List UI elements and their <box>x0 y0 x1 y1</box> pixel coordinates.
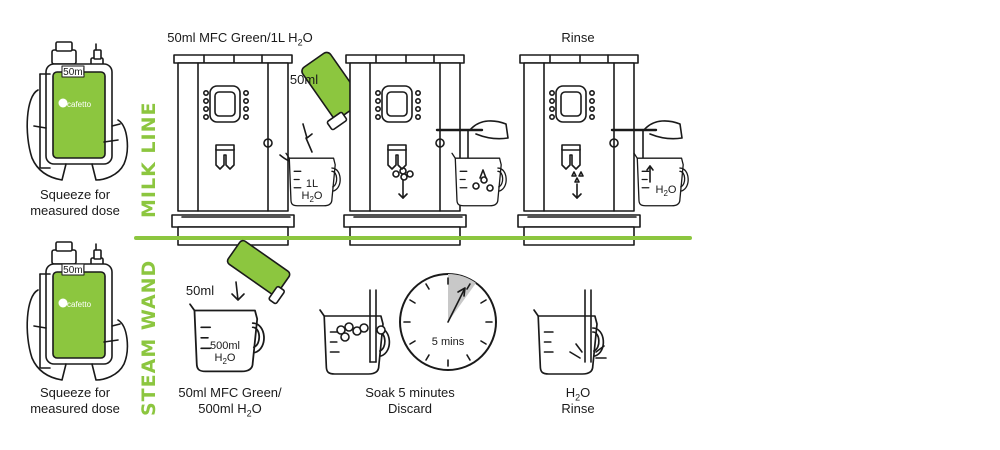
steam-wand-step3-illustration <box>533 289 607 375</box>
milk-line-bottle-dose-label: 50ml <box>63 67 85 78</box>
milk-line-section-label: MILK LINE <box>138 101 160 218</box>
milk-line-bottle-caption-2: measured dose <box>30 203 120 218</box>
milk-line-step1-machine <box>171 51 363 246</box>
steam-wand-bottle-illustration <box>26 241 129 381</box>
milk-line-jug-label-2: H2O <box>301 190 323 205</box>
milk-line-bottle-caption-1: Squeeze for <box>39 187 111 202</box>
steam-wand-step1-caption-1: 50ml MFC Green/ <box>178 385 282 400</box>
steam-wand-jug-label-1: 500ml <box>210 340 240 352</box>
milk-line-step3-title: Rinse <box>561 30 595 45</box>
steam-wand-step1-illustration <box>189 239 291 373</box>
steam-wand-step3-caption-2: Rinse <box>561 401 595 416</box>
milk-line-bottle-illustration <box>26 41 129 181</box>
steam-wand-pour-label: 50ml <box>185 283 215 298</box>
steam-wand-step2-illustration <box>319 289 391 375</box>
steam-wand-step1-caption-2: 500ml H2O <box>198 401 262 419</box>
milk-line-step3-machine <box>517 54 689 246</box>
steam-wand-bottle-dose-label: 50ml <box>63 265 85 276</box>
steam-wand-step3-caption-1: H2O <box>565 385 591 403</box>
steam-wand-step2-caption-1: Soak 5 minutes <box>365 385 455 400</box>
steam-wand-step2-caption-2: Discard <box>387 401 433 416</box>
steam-wand-jug-label-2: H2O <box>214 352 236 367</box>
milk-line-rinse-jug-label: H2O <box>655 184 677 199</box>
milk-line-step1-title: 50ml MFC Green/1L H2O <box>167 30 313 48</box>
steam-wand-bottle-brand: cafetto <box>67 300 92 309</box>
steam-wand-section-label: STEAM WAND <box>138 259 160 416</box>
milk-line-jug-label-1: 1L <box>305 178 319 190</box>
timer-icon <box>399 273 497 371</box>
timer-label: 5 mins <box>431 336 465 348</box>
milk-line-pour-label: 50ml <box>289 72 319 87</box>
milk-line-bottle-brand: cafetto <box>67 100 92 109</box>
steam-wand-bottle-caption-2: measured dose <box>30 401 120 416</box>
milk-line-step2-machine <box>343 54 509 246</box>
steam-wand-bottle-caption-1: Squeeze for <box>39 385 111 400</box>
